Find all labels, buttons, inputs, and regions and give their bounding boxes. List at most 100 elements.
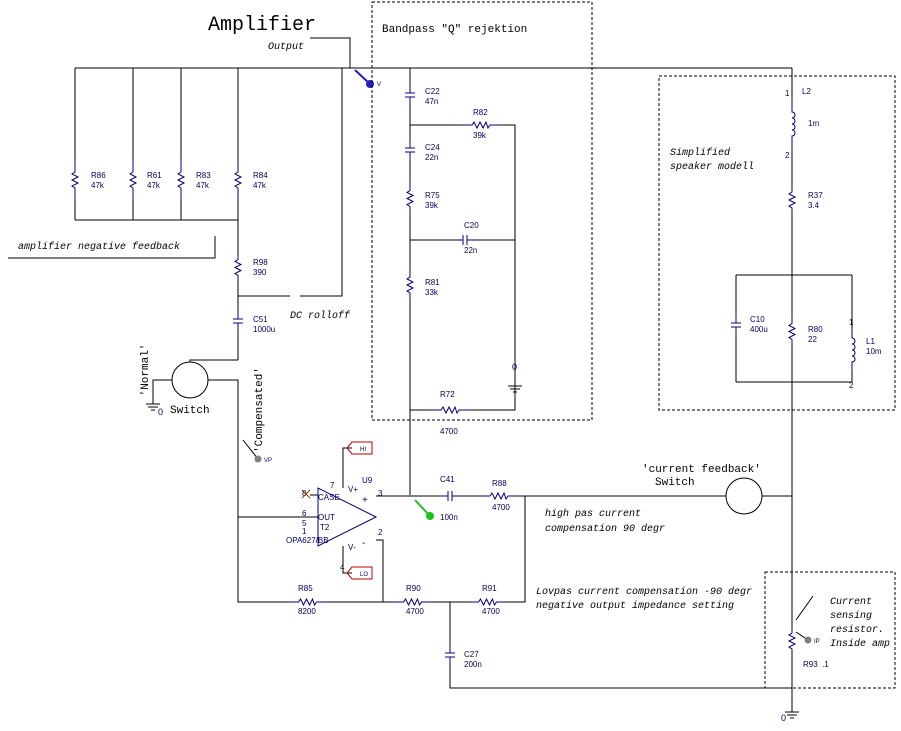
R72-value-label: 4700 — [440, 427, 458, 436]
cs-label-4: Inside amp — [830, 638, 890, 650]
opamp-minus-wire — [376, 539, 384, 602]
green-probe-dot — [426, 512, 434, 520]
bandpass-box — [371, 1, 593, 421]
L2-pin2: 2 — [785, 151, 790, 160]
C24-ref-label: C24 — [425, 143, 440, 152]
switch1-circle[interactable] — [171, 361, 209, 399]
R91-resistor — [470, 597, 505, 607]
cs-label-2: sensing — [830, 610, 872, 622]
c27-bottom-wire — [449, 665, 792, 689]
ground0-label-a: 0 — [158, 407, 163, 417]
opamp-pin7: 7 — [330, 481, 335, 490]
C20-value-label: 22n — [464, 246, 477, 255]
opamp-vplus-label: V+ — [348, 485, 358, 494]
switch2-circle[interactable] — [725, 477, 763, 515]
hi-flag — [346, 441, 373, 455]
R93-ref-label: R93 — [803, 660, 818, 669]
C51-ref-label: C51 — [253, 315, 268, 324]
L1-pin1: 1 — [849, 318, 854, 327]
R75-resistor — [405, 182, 415, 215]
pin8-x2 — [301, 489, 311, 499]
opamp-pin8: 8 — [302, 489, 307, 498]
L2-pin1: 1 — [785, 89, 790, 98]
R93-resistor — [787, 630, 797, 652]
vplus-supply — [342, 447, 352, 488]
R72-ref-label: R72 — [440, 390, 455, 399]
r88-right-wire — [505, 495, 526, 603]
R85-value-label: 8200 — [298, 607, 316, 616]
r72-right-wire — [470, 380, 516, 411]
R98-ref-label: R98 — [253, 258, 268, 267]
R86-ref-label: R86 — [91, 171, 106, 180]
R85-resistor — [290, 597, 325, 607]
U9-value-label: OPA627/BB — [286, 536, 329, 545]
R88-ref-label: R88 — [492, 479, 507, 488]
R90-value-label: 4700 — [406, 607, 424, 616]
R37-resistor — [787, 188, 797, 212]
opamp-pin6: 6 — [302, 509, 307, 518]
lp-label-2: negative output impedance setting — [536, 600, 734, 612]
opamp-out-label: OUT — [318, 513, 335, 522]
lp-label-1: Lovpas current compensation -90 degr — [536, 586, 752, 598]
lo-flag-label: LO — [360, 572, 368, 578]
neg-feedback-pointer — [8, 236, 216, 259]
switch2-label: Switch — [655, 477, 695, 489]
compensated-label: 'Compensated' — [254, 367, 266, 453]
speaker-label-2: speaker modell — [670, 161, 754, 173]
R84-resistor — [233, 160, 243, 200]
bandpass-label: Bandpass "Q" rejektion — [382, 24, 527, 36]
switch1-top-wire — [189, 359, 238, 362]
current-sense-box — [764, 571, 896, 689]
normal-label: 'Normal' — [140, 344, 152, 397]
L1-inductor — [851, 328, 856, 372]
R84-value-label: 47k — [253, 181, 267, 190]
C20-ref-label: C20 — [464, 221, 479, 230]
C22-value-label: 47n — [425, 97, 438, 106]
opamp-pin1: 1 — [302, 527, 307, 536]
ip-probe-dot — [804, 636, 812, 644]
U9-ref-label: U9 — [362, 476, 373, 485]
L2-inductor — [791, 100, 796, 148]
C10-ref-label: C10 — [750, 315, 765, 324]
cs-label-1: Current — [830, 597, 872, 608]
R91-ref-label: R91 — [482, 584, 497, 593]
ip-probe-label: IP — [814, 639, 820, 645]
R90-ref-label: R90 — [406, 584, 421, 593]
opamp-pin5: 5 — [302, 519, 307, 528]
R83-resistor — [176, 160, 186, 200]
C27-ref-label: C27 — [464, 650, 479, 659]
C41-ref-label: C41 — [440, 475, 455, 484]
C41-value-label: 100n — [440, 513, 458, 522]
C27-value-label: 200n — [464, 660, 482, 669]
opamp-plus-label: + — [362, 495, 368, 506]
vp-probe-dot — [254, 455, 262, 463]
R75-value-label: 39k — [425, 201, 439, 210]
r82-right-wire — [500, 124, 516, 380]
L1-pin2: 2 — [849, 381, 854, 390]
R80-resistor — [787, 318, 797, 345]
opamp-pin2: 2 — [378, 528, 383, 537]
opamp-vminus-label: V- — [348, 543, 356, 552]
R61-ref-label: R61 — [147, 171, 162, 180]
ip-probe-top — [795, 595, 814, 621]
normal-wire — [152, 379, 172, 398]
switch1-label: Switch — [170, 405, 210, 417]
hp-label-2: compensation 90 degr — [545, 523, 665, 535]
R85-ref-label: R85 — [298, 584, 313, 593]
R61-value-label: 47k — [147, 181, 161, 190]
speaker-label-1: Simplified — [670, 147, 730, 159]
R98-resistor — [233, 255, 243, 280]
switch1-compensated-wire — [208, 379, 239, 517]
R81-value-label: 33k — [425, 288, 439, 297]
cs-label-3: resistor. — [830, 624, 884, 636]
output-label: Output — [268, 42, 304, 53]
vp-probe-label: VP — [264, 458, 272, 464]
R83-value-label: 47k — [196, 181, 210, 190]
R83-ref-label: R83 — [196, 171, 211, 180]
R61-resistor — [128, 160, 138, 200]
C22-ref-label: C22 — [425, 87, 440, 96]
R82-ref-label: R82 — [473, 108, 488, 117]
R82-resistor — [462, 120, 500, 130]
R86-value-label: 47k — [91, 181, 105, 190]
L2-value-label: 1m — [808, 119, 819, 128]
